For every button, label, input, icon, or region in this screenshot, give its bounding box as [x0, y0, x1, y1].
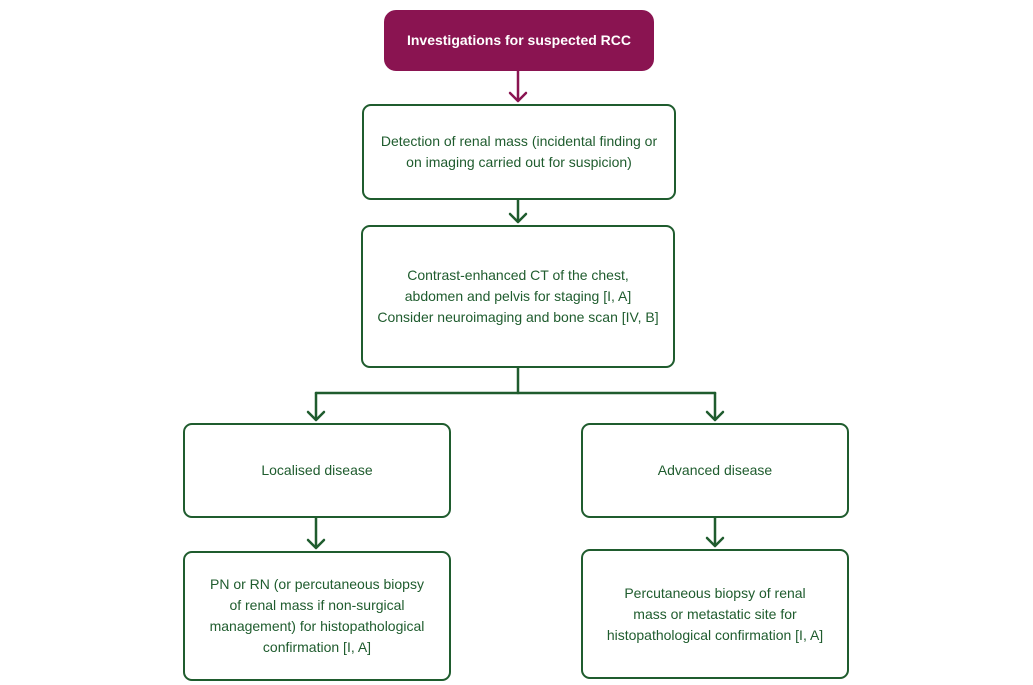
arrowhead-detection-staging [508, 212, 528, 224]
localised-disease-box: Localised disease [183, 423, 451, 518]
advanced-action-box: Percutaneous biopsy of renal mass or met… [581, 549, 849, 679]
staging-text: Contrast-enhanced CT of the chest, abdom… [377, 267, 659, 325]
localised-action-box: PN or RN (or percutaneous biopsy of rena… [183, 551, 451, 681]
localised-action-text: PN or RN (or percutaneous biopsy of rena… [209, 576, 425, 655]
detection-box: Detection of renal mass (incidental find… [362, 104, 676, 200]
advanced-action-text: Percutaneous biopsy of renal mass or met… [606, 584, 824, 643]
localised-disease-text: Localised disease [261, 462, 373, 478]
arrowhead-header-detection [508, 91, 528, 103]
staging-box: Contrast-enhanced CT of the chest, abdom… [361, 225, 675, 368]
arrowhead-split-left [306, 410, 326, 422]
arrowhead-split-right [705, 410, 725, 422]
flowchart-header-box: Investigations for suspected RCC [384, 10, 654, 71]
flowchart-header-text: Investigations for suspected RCC [406, 32, 632, 48]
arrowhead-localised-action [306, 538, 326, 550]
arrowhead-advanced-action [705, 536, 725, 548]
advanced-disease-text: Advanced disease [657, 462, 773, 478]
detection-text: Detection of renal mass (incidental find… [380, 133, 658, 170]
advanced-disease-box: Advanced disease [581, 423, 849, 518]
